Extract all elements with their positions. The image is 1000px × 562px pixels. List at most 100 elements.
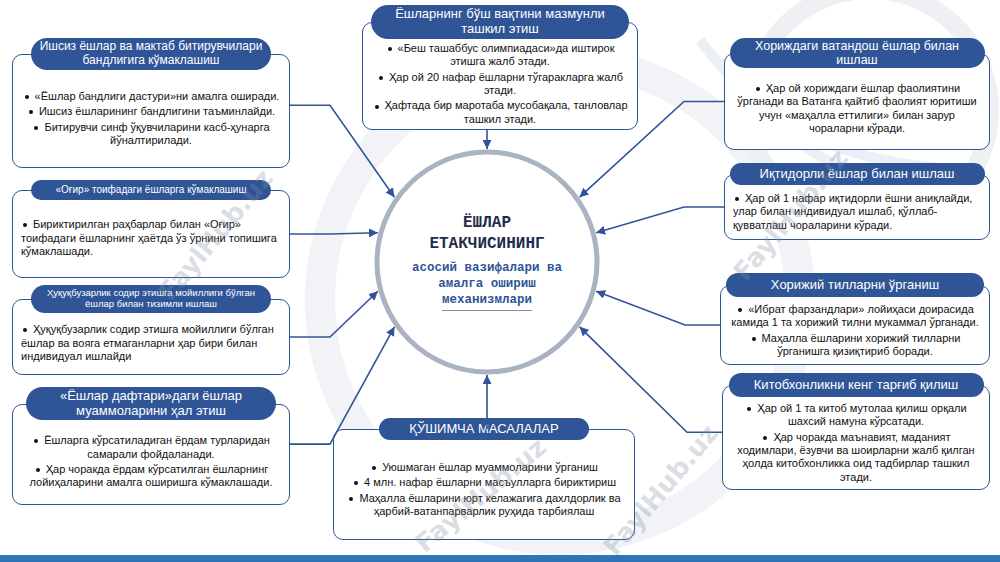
section-body: Уюшмаган ёшлар муаммоларини ўрганиш 4 млн… xyxy=(333,429,635,540)
bullet-text: Маҳалла ёшларини юрт келажагига дахлдорл… xyxy=(359,492,620,517)
header-text: Хорижий тилларни ўрганиш xyxy=(771,278,939,293)
section-header: Ҳуқуқбузарлик содир этишга мойиллиги бўл… xyxy=(31,285,271,313)
center-title: ЁШЛАР ЕТАКЧИСИНИНГ xyxy=(412,213,562,256)
bullet-dot xyxy=(763,436,767,440)
bullet-text: Ҳар чоракда ёрдам кўрсатилган ёшларнинг … xyxy=(30,463,273,488)
task-box: Ҳуқуқбузарлик содир этишга мойиллиги бўл… xyxy=(12,285,290,375)
section-header: ҚЎШИМЧА МАСАЛАЛАР xyxy=(379,418,589,440)
arrow-connector xyxy=(596,207,724,233)
bullet-item: Битирувчи синф ўқувчиларини касб-ҳунарга… xyxy=(21,121,281,148)
center-subtitle: асосий вазифалари ва амалга ошириш механ… xyxy=(402,260,572,309)
section-header: «Ёшлар дафтари»даги ёшлар муаммоларини ҳ… xyxy=(26,387,276,420)
bullet-dot xyxy=(752,337,756,341)
bullet-text: Ҳар ой 1 нафар иқтидорли ёшни аниқлайди,… xyxy=(733,192,972,231)
bullet-item: Ҳафтада бир маротаба мусобақала, танловл… xyxy=(371,99,629,126)
task-box: Ишсиз ёшлар ва мактаб битирувчилари банд… xyxy=(12,38,290,168)
bullet-item: Ҳар ой 1 нафар иқтидорли ёшни аниқлайди,… xyxy=(733,192,981,232)
bottom-stripe xyxy=(0,555,1000,562)
task-box: Хориждаги ватандош ёшлар билан ишлашҲар … xyxy=(724,38,990,150)
bullet-item: Бириктирилган раҳбарлар билан «Оғир» тои… xyxy=(21,218,281,258)
center-circle xyxy=(377,152,597,372)
header-text: Ишсиз ёшлар ва мактаб битирувчилари банд… xyxy=(39,40,263,68)
bullet-item: «Ибрат фарзандлари» лойиҳаси доирасида к… xyxy=(729,303,981,330)
arrow-connector xyxy=(486,375,488,429)
bullet-dot xyxy=(738,308,742,312)
task-box: «Ёшлар дафтари»даги ёшлар муаммоларини ҳ… xyxy=(12,387,290,505)
section-header: Хорижий тилларни ўрганиш xyxy=(726,273,984,297)
bullet-dot xyxy=(756,87,760,91)
bullet-text: Уюшмаган ёшлар муаммоларини ўрганиш xyxy=(382,461,598,473)
bullet-text: Битирувчи синф ўқувчиларини касб-ҳунарга… xyxy=(44,121,269,146)
section-body: «Ибрат фарзандлари» лойиҳаси доирасида к… xyxy=(720,285,990,365)
section-header: Хориждаги ватандош ёшлар билан ишлаш xyxy=(730,38,985,68)
bullet-item: Ҳуқуқбузарлик содир этишга мойиллиги бўл… xyxy=(21,323,281,363)
bullet-dot xyxy=(23,223,27,227)
bullet-item: Ҳар чоракда ёрдам кўрсатилган ёшларнинг … xyxy=(21,463,281,490)
bullet-dot xyxy=(747,407,751,411)
section-header: «Оғир» тоифадаги ёшларга кўмаклашиш xyxy=(31,180,271,200)
bullet-dot xyxy=(25,95,29,99)
bullet-dot xyxy=(372,466,376,470)
underline-decoration xyxy=(442,310,532,311)
header-text: «Оғир» тоифадаги ёшларга кўмаклашиш xyxy=(56,184,247,196)
bullet-text: 4 млн. нафар ёшларни масъулларга бирикти… xyxy=(364,476,616,488)
arrow-connector xyxy=(290,291,378,337)
bullet-text: «Беш ташаббус олимпиадаси»да иштирок эти… xyxy=(398,42,615,67)
bullet-dot xyxy=(29,110,33,114)
bullet-item: Ҳар ой хориждаги ёшлар фаолиятини ўргана… xyxy=(733,82,981,136)
header-text: Ҳуқуқбузарлик содир этишга мойиллиги бўл… xyxy=(39,288,263,310)
bullet-item: Ҳар ой 20 нафар ёшларни тўгаракларга жал… xyxy=(371,71,629,98)
bullet-dot xyxy=(34,439,38,443)
bullet-dot xyxy=(34,126,38,130)
arrow-connector xyxy=(486,130,488,149)
bullet-dot xyxy=(349,497,353,501)
task-box: Ёшларнинг бўш вақтини мазмунли ташкил эт… xyxy=(362,5,638,130)
bullet-item: «Ёшлар бандлиги дастури»ни амалга оширад… xyxy=(21,90,281,103)
header-text: Хориждаги ватандош ёшлар билан ишлаш xyxy=(738,39,977,68)
header-text: «Ёшлар дафтари»даги ёшлар муаммоларини ҳ… xyxy=(34,389,268,419)
bullet-item: Маҳалла ёшларини юрт келажагига дахлдорл… xyxy=(342,492,626,519)
section-body: Ҳар ой 1 та китоб мутолаа қилиш орқали ш… xyxy=(722,385,990,490)
bullet-dot xyxy=(375,105,379,109)
header-text: ҚЎШИМЧА МАСАЛАЛАР xyxy=(409,422,558,437)
circle-text-area: ЁШЛАР ЕТАКЧИСИНИНГасосий вазифалари ва а… xyxy=(374,149,600,375)
bullet-item: Ҳар ой 1 та китоб мутолаа қилиш орқали ш… xyxy=(731,402,981,429)
bullet-text: Ишсиз ёшларининг бандлигини таъминлайди. xyxy=(39,105,275,117)
bullet-item: 4 млн. нафар ёшларни масъулларга бирикти… xyxy=(342,476,626,489)
task-box: Китобхонликни кенг тарғиб қилишҲар ой 1 … xyxy=(722,373,990,490)
bullet-item: Ишсиз ёшларининг бандлигини таъминлайди. xyxy=(21,105,281,118)
bullet-item: Маҳалла ёшларини хорижий тилларни ўргани… xyxy=(729,332,981,359)
arrow-connector xyxy=(290,233,378,234)
bullet-dot xyxy=(388,47,392,51)
section-header: Китобхонликни кенг тарғиб қилиш xyxy=(729,373,984,397)
bullet-text: Ҳар ой 20 нафар ёшларни тўгаракларга жал… xyxy=(389,71,623,96)
bullet-text: Маҳалла ёшларини хорижий тилларни ўргани… xyxy=(762,332,961,357)
bullet-text: «Ёшлар бандлиги дастури»ни амалга оширад… xyxy=(35,90,280,102)
bullet-item: «Беш ташаббус олимпиадаси»да иштирок эти… xyxy=(371,42,629,69)
bullet-text: Ҳар ой хориждаги ёшлар фаолиятини ўргана… xyxy=(737,82,976,134)
bullet-dot xyxy=(23,328,27,332)
bullet-text: Ёшларга кўрсатиладиган ёрдам турларидан … xyxy=(44,434,270,459)
bullet-item: Ҳар чоракда маънавият, маданият ходимлар… xyxy=(731,431,981,485)
bullet-dot xyxy=(354,481,358,485)
bullet-dot xyxy=(735,197,739,201)
bullet-text: «Ибрат фарзандлари» лойиҳаси доирасида к… xyxy=(731,303,978,328)
bullet-dot xyxy=(379,76,383,80)
arrow-connector xyxy=(580,102,724,198)
section-header: Иқтидорли ёшлар билан ишлаш xyxy=(730,163,985,185)
arrow-connector xyxy=(290,105,394,197)
bullet-text: Ҳафтада бир маротаба мусобақала, танловл… xyxy=(385,99,628,124)
task-box: «Оғир» тоифадаги ёшларга кўмаклашишБирик… xyxy=(12,180,290,278)
bullet-item: Уюшмаган ёшлар муаммоларини ўрганиш xyxy=(342,461,626,474)
bullet-text: Ҳуқуқбузарлик содир этишга мойиллиги бўл… xyxy=(21,323,274,362)
bullet-item: Ёшларга кўрсатиладиган ёрдам турларидан … xyxy=(21,434,281,461)
section-header: Ёшларнинг бўш вақтини мазмунли ташкил эт… xyxy=(371,5,629,39)
task-box: Иқтидорли ёшлар билан ишлашҲар ой 1 нафа… xyxy=(724,163,990,240)
center-node: ЁШЛАР ЕТАКЧИСИНИНГасосий вазифалари ва а… xyxy=(374,149,600,375)
section-body: Бириктирилган раҳбарлар билан «Оғир» тои… xyxy=(12,190,290,278)
arrow-connector xyxy=(290,327,394,444)
bullet-text: Ҳар ой 1 та китоб мутолаа қилиш орқали ш… xyxy=(757,402,966,427)
section-header: Ишсиз ёшлар ва мактаб битирувчилари банд… xyxy=(31,38,271,70)
